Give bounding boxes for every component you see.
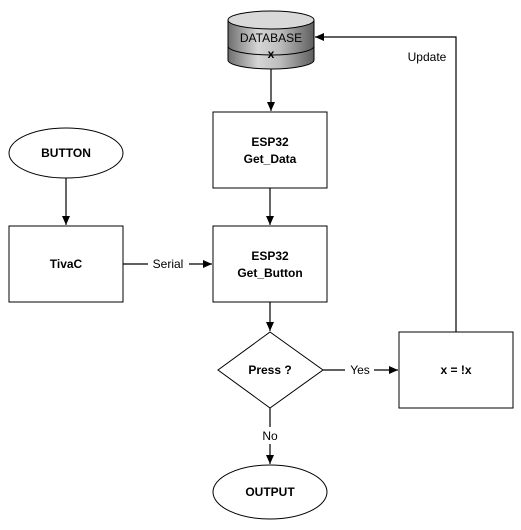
get-button-line2: Get_Button	[237, 266, 302, 280]
press-decision-label: Press ?	[248, 363, 291, 377]
press-decision-node: Press ?	[217, 331, 324, 409]
toggle-node: x = !x	[398, 331, 514, 409]
database-label: DATABASE	[240, 31, 302, 45]
database-variable-label: x	[268, 47, 275, 61]
get-button-node: ESP32 Get_Button	[212, 225, 328, 303]
edge-toggle-update-database	[315, 33, 457, 332]
output-node: OUTPUT	[212, 464, 328, 520]
toggle-node-label: x = !x	[440, 363, 471, 377]
edge-label-update: Update	[408, 50, 447, 64]
get-button-line1: ESP32	[251, 249, 289, 263]
tivac-node: TivaC	[8, 225, 124, 303]
edge-label-yes: Yes	[350, 363, 370, 377]
get-data-line1: ESP32	[251, 135, 289, 149]
button-node: BUTTON	[8, 127, 124, 179]
button-node-label: BUTTON	[41, 146, 91, 160]
output-node-label: OUTPUT	[245, 485, 295, 499]
database-node: DATABASE x	[227, 10, 315, 70]
edge-label-serial: Serial	[153, 257, 184, 271]
edge-label-no: No	[262, 429, 278, 443]
get-data-node: ESP32 Get_Data	[212, 111, 328, 189]
tivac-node-label: TivaC	[50, 257, 83, 271]
get-data-line2: Get_Data	[244, 152, 297, 166]
